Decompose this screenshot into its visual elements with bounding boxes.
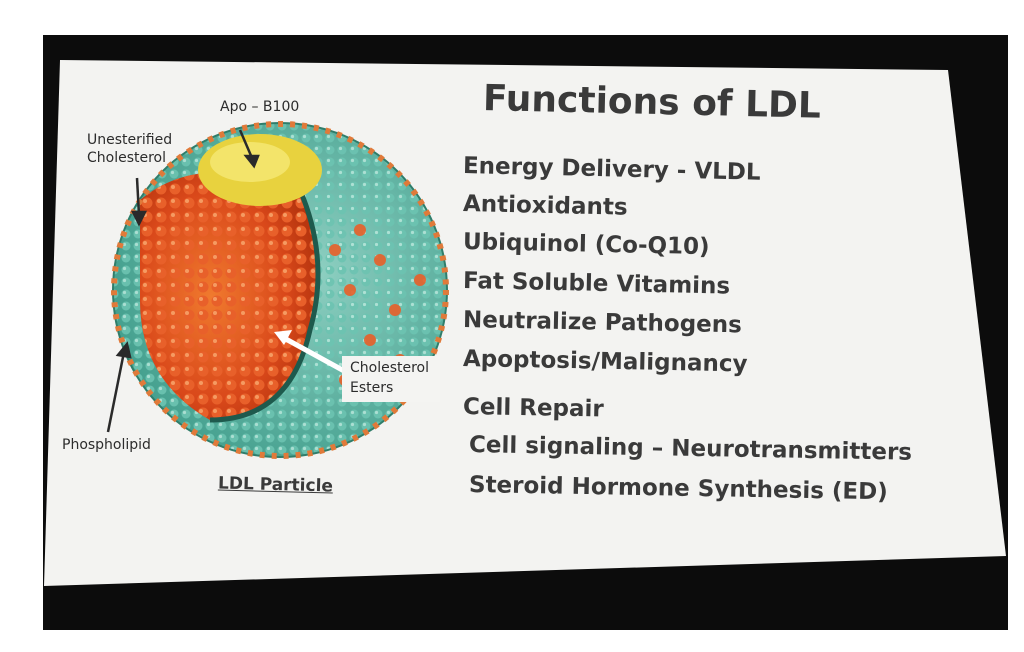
cholesterol-esters-arrow (274, 330, 348, 375)
cholesterol-esters-label-line2: Esters (350, 380, 394, 396)
cholesterol-esters-label-box (342, 356, 440, 402)
phospholipid-label: Phospholipid (62, 437, 151, 453)
function-item: Cell Repair (462, 394, 604, 423)
function-item: Apoptosis/Malignancy (462, 346, 748, 378)
apo-b100-label: Apo – B100 (220, 99, 300, 115)
ldl-particle-caption: LDL Particle (217, 473, 334, 497)
diagram-arrows (106, 129, 260, 433)
function-item: Antioxidants (462, 191, 628, 221)
function-item: Ubiquinol (Co-Q10) (462, 229, 710, 261)
unesterified-label-line2: Cholesterol (87, 150, 167, 166)
slide-title: Functions of LDL (482, 78, 822, 127)
function-item: Neutralize Pathogens (462, 307, 743, 339)
function-item: Fat Soluble Vitamins (462, 268, 731, 300)
unesterified-label-line1: Unesterified (87, 132, 173, 148)
cholesterol-esters-label-line1: Cholesterol (350, 360, 430, 376)
